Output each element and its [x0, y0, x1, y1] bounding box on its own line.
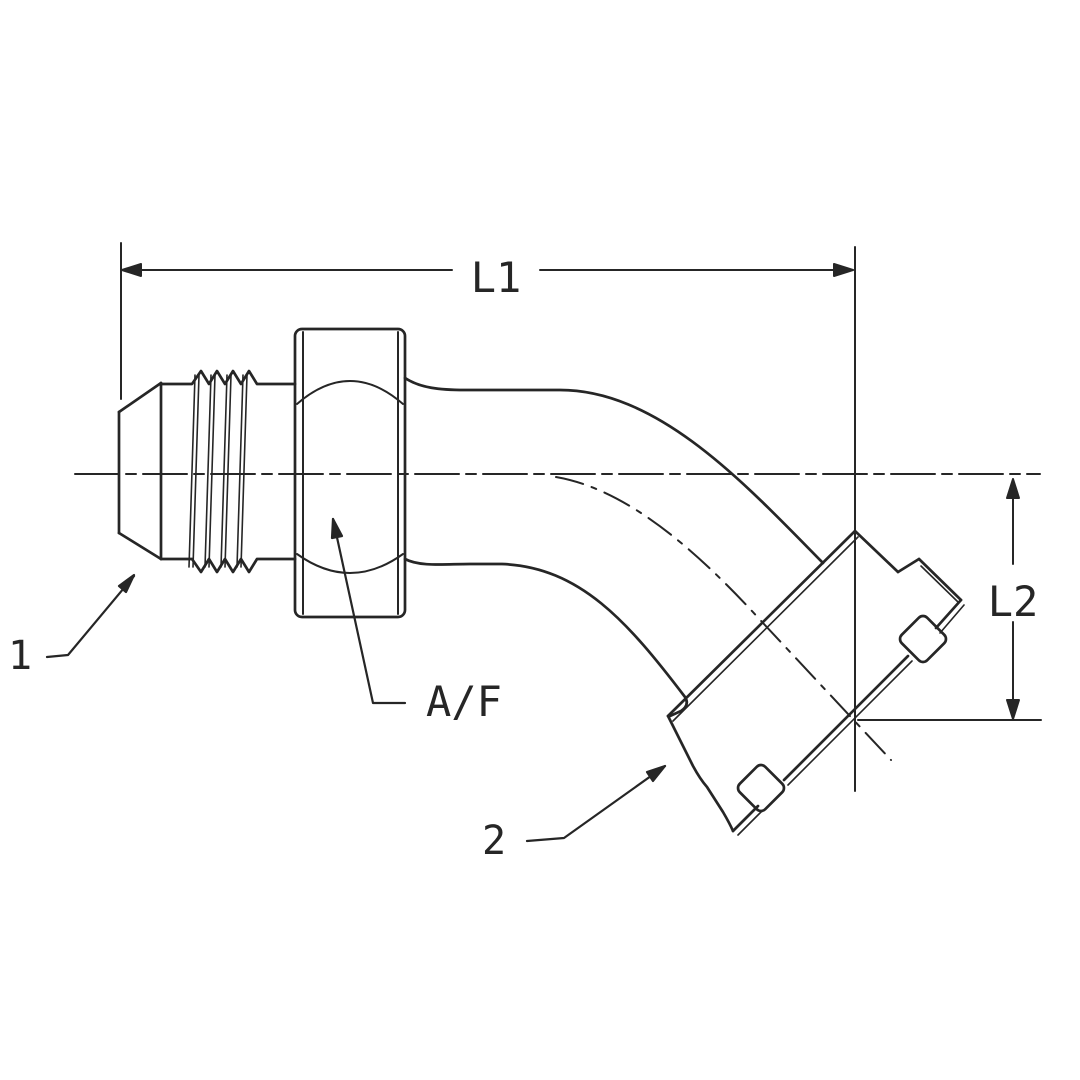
callout-label-2: 2 [482, 818, 506, 864]
callout-2-arrowhead [645, 764, 667, 783]
tube-elbow [403, 376, 825, 718]
l2-arrowhead-top [1006, 478, 1020, 499]
callout-af-arrowhead [330, 517, 344, 540]
hex-chamfer-arc-top [296, 380, 404, 405]
callout-1-arrowhead [117, 573, 136, 594]
elbow-outer-wall [403, 376, 825, 565]
hex-nut-body [293, 327, 407, 619]
flange-back-face-edge [672, 536, 859, 722]
flange-front-face [731, 598, 963, 833]
drawing-labels: L1 L2 A/F 1 2 [8, 253, 1038, 864]
elbow-inner-wall [403, 557, 689, 718]
flare-nose [117, 381, 163, 561]
thread-crest-top [159, 369, 297, 386]
flange-collar-inner-edge [920, 565, 959, 603]
elbow-axis-centerline [555, 476, 892, 761]
hex-chamfer-arc-bottom [296, 553, 404, 574]
nose-top-chamfer [117, 381, 163, 414]
thread-crest-bottom [159, 557, 297, 574]
callout-leaders [45, 517, 667, 843]
nose-bottom-chamfer [117, 531, 163, 561]
thread-section [159, 369, 297, 574]
flange-rim-upper [853, 529, 900, 574]
flange-back-face [666, 529, 857, 718]
bolt-slot-notch-upper [898, 614, 948, 664]
dimension-l1 [120, 242, 856, 792]
dim-label-l1: L1 [471, 253, 522, 302]
flange-front-face-edge [737, 604, 965, 836]
flange-step-upper [896, 557, 921, 574]
flange-head [666, 529, 965, 836]
centerlines [74, 473, 1041, 761]
hex-nut [293, 327, 407, 619]
callout-1-leader [45, 574, 136, 659]
dimension-l2 [857, 478, 1042, 721]
l1-arrowhead-left [121, 263, 142, 277]
callout-label-1: 1 [8, 633, 32, 679]
callout-2-leader [525, 764, 667, 843]
flange-collar-edge [917, 557, 963, 602]
thread-helix-lines [188, 374, 248, 568]
l2-arrowhead-bottom [1006, 699, 1020, 720]
label-across-flats: A/F [426, 677, 502, 726]
dim-label-l2: L2 [988, 577, 1039, 626]
l1-arrowhead-right [833, 263, 854, 277]
bolt-slot-notch-lower [736, 763, 786, 813]
flange-rim-lower [666, 714, 735, 833]
callout-af-leader [331, 517, 407, 705]
